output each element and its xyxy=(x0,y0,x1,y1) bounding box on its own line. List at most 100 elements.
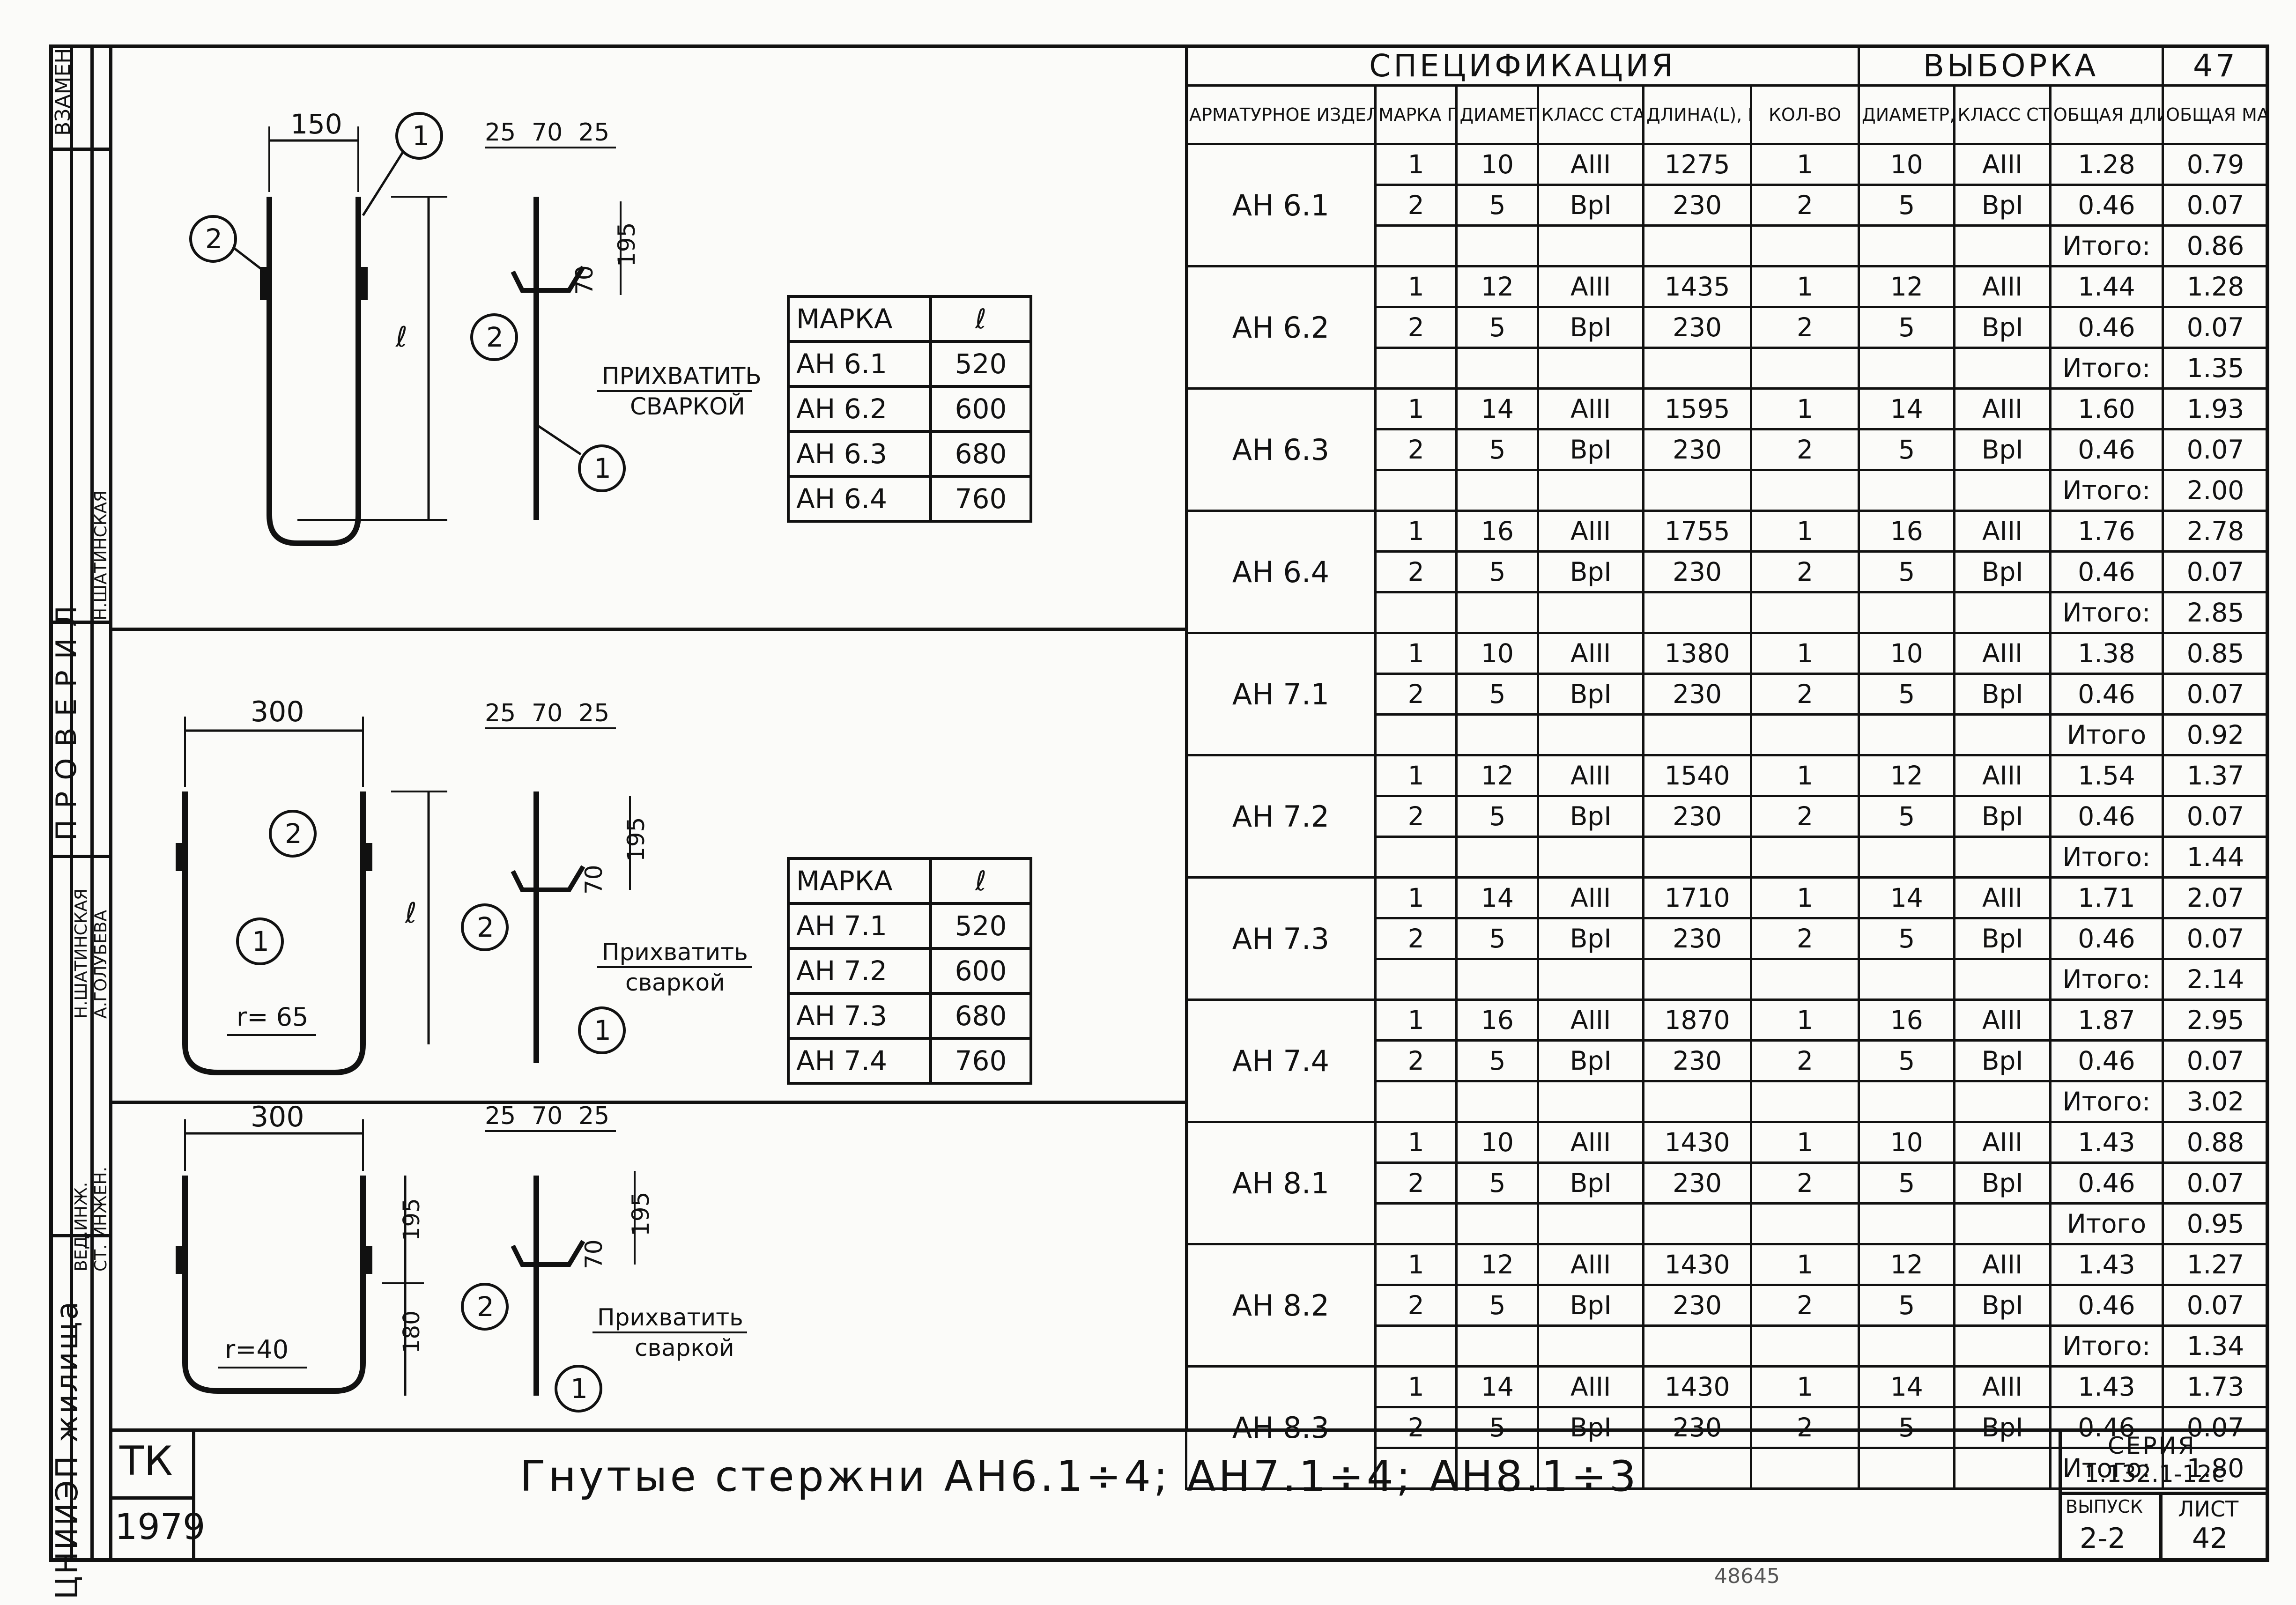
spec-cell: 12 xyxy=(1858,1243,1956,1286)
list-number: 42 xyxy=(2192,1522,2228,1555)
spec-cell: 1435 xyxy=(1642,265,1753,308)
mark-table-cell: АН 7.1 xyxy=(787,902,932,950)
spec-cell: ВрI xyxy=(1953,1161,2052,1205)
vyborka-section-label: ВЫБОРКА xyxy=(1858,44,2164,87)
spec-empty-cell xyxy=(1455,958,1540,1001)
spec-cell: 1755 xyxy=(1642,510,1753,553)
spec-cell: АIII xyxy=(1953,1121,2052,1164)
spec-cell: 2 xyxy=(1750,1039,1860,1082)
spec-total-label: Итого xyxy=(2049,1202,2164,1245)
view-1-u-bar xyxy=(267,197,361,546)
spec-empty-cell xyxy=(1750,591,1860,634)
spec-cell: 14 xyxy=(1858,387,1956,430)
spec-empty-cell xyxy=(1374,1202,1458,1245)
spec-cell: АIII xyxy=(1953,754,2052,797)
spec-cell: АIII xyxy=(1953,143,2052,186)
mark-table-cell: 680 xyxy=(929,992,1032,1040)
view-1-dim-b: 70 xyxy=(532,118,563,147)
proveril-label: ПРОВЕРИЛ xyxy=(50,594,83,841)
spec-cell: 2 xyxy=(1750,306,1860,349)
spec-empty-cell xyxy=(1858,347,1956,390)
view-3-side-callout-2: 2 xyxy=(477,1291,494,1323)
spec-cell: 5 xyxy=(1858,795,1956,838)
spec-cell: 0.79 xyxy=(2162,143,2269,186)
view-1-callout-2: 2 xyxy=(205,223,222,255)
spec-cell: 230 xyxy=(1642,1161,1753,1205)
spec-empty-cell xyxy=(1858,1080,1956,1123)
spec-cell: 0.46 xyxy=(2049,428,2164,471)
mark-table-cell: 760 xyxy=(929,1037,1032,1085)
mark-table-2-h2: ℓ xyxy=(929,857,1032,905)
spec-cell: 0.46 xyxy=(2049,550,2164,593)
spec-cell: 14 xyxy=(1455,876,1540,919)
spec-cell: 2 xyxy=(1750,673,1860,716)
view-3-dim-195-side: 195 xyxy=(627,1192,654,1236)
mark-table-cell: 760 xyxy=(929,475,1032,523)
spec-cell: ВрI xyxy=(1537,1161,1645,1205)
spec-empty-cell xyxy=(1455,224,1540,267)
spec-cell: 5 xyxy=(1858,550,1956,593)
view-1-callout-1: 1 xyxy=(412,120,430,152)
spec-cell: ВрI xyxy=(1953,795,2052,838)
spec-cell: ВрI xyxy=(1537,917,1645,960)
spec-cell: ВрI xyxy=(1537,1284,1645,1327)
spec-cell: ВрI xyxy=(1953,306,2052,349)
stamp-name-top: Н.ШАТИНСКАЯ xyxy=(91,490,111,621)
stamp-st-inzh: СТ. ИНЖЕН. xyxy=(91,1166,111,1272)
spec-cell: 1.54 xyxy=(2049,754,2164,797)
spec-cell: 2 xyxy=(1374,184,1458,227)
spec-empty-cell xyxy=(1537,1324,1645,1368)
spec-cell: АIII xyxy=(1537,1243,1645,1286)
view-3-radius: r=40 xyxy=(225,1335,289,1364)
spec-cell: АIII xyxy=(1953,1243,2052,1286)
view-2-weld-1: Прихватить xyxy=(602,939,748,966)
view-2-width: 300 xyxy=(251,695,304,728)
spec-cell: 230 xyxy=(1642,1284,1753,1327)
spec-cell: 0.46 xyxy=(2049,917,2164,960)
spec-total-row: Итого:2.14 xyxy=(1186,958,2269,1001)
spec-empty-cell xyxy=(1858,958,1956,1001)
spec-cell: 1 xyxy=(1750,876,1860,919)
spec-cell: 0.46 xyxy=(2049,1406,2164,1449)
spec-empty-cell xyxy=(1455,347,1540,390)
spec-empty-cell xyxy=(1642,1447,1753,1490)
spec-empty-cell xyxy=(1953,347,2052,390)
spec-empty-cell xyxy=(1642,836,1753,879)
spec-cell: 2 xyxy=(1374,1284,1458,1327)
spec-total-label: Итого: xyxy=(2049,1324,2164,1368)
spec-empty-cell xyxy=(1642,347,1753,390)
spec-empty-cell xyxy=(1537,1080,1645,1123)
spec-cell: 1 xyxy=(1750,143,1860,186)
spec-empty-cell xyxy=(1455,1447,1540,1490)
spec-empty-cell xyxy=(1750,958,1860,1001)
spec-product: АН 8.3 xyxy=(1185,1365,1377,1490)
spec-cell: 230 xyxy=(1642,795,1753,838)
spec-cell: 1.71 xyxy=(2049,876,2164,919)
spec-cell: 5 xyxy=(1858,184,1956,227)
spec-empty-cell xyxy=(1750,1447,1860,1490)
spec-header: КЛАСС СТАЛИ xyxy=(1953,84,2052,145)
spec-cell: 230 xyxy=(1642,550,1753,593)
view-2-dim-70: 70 xyxy=(580,865,607,895)
spec-cell: 2 xyxy=(1374,673,1458,716)
spec-cell: АIII xyxy=(1953,999,2052,1042)
spec-cell: 1.60 xyxy=(2049,387,2164,430)
spec-total-row: Итого:1.80 xyxy=(1186,1447,2269,1490)
spec-header: АРМАТУРНОЕ ИЗДЕЛИЕ xyxy=(1185,84,1377,145)
spec-empty-cell xyxy=(1374,713,1458,756)
spec-empty-cell xyxy=(1537,713,1645,756)
spec-cell: 2 xyxy=(1750,1161,1860,1205)
spec-empty-cell xyxy=(1750,1202,1860,1245)
spec-cell: 2 xyxy=(1750,795,1860,838)
spec-cell: 0.46 xyxy=(2049,795,2164,838)
spec-total-value: 1.35 xyxy=(2162,347,2269,390)
view-3-dim-c: 25 xyxy=(578,1105,609,1130)
spec-cell: 2 xyxy=(1374,795,1458,838)
